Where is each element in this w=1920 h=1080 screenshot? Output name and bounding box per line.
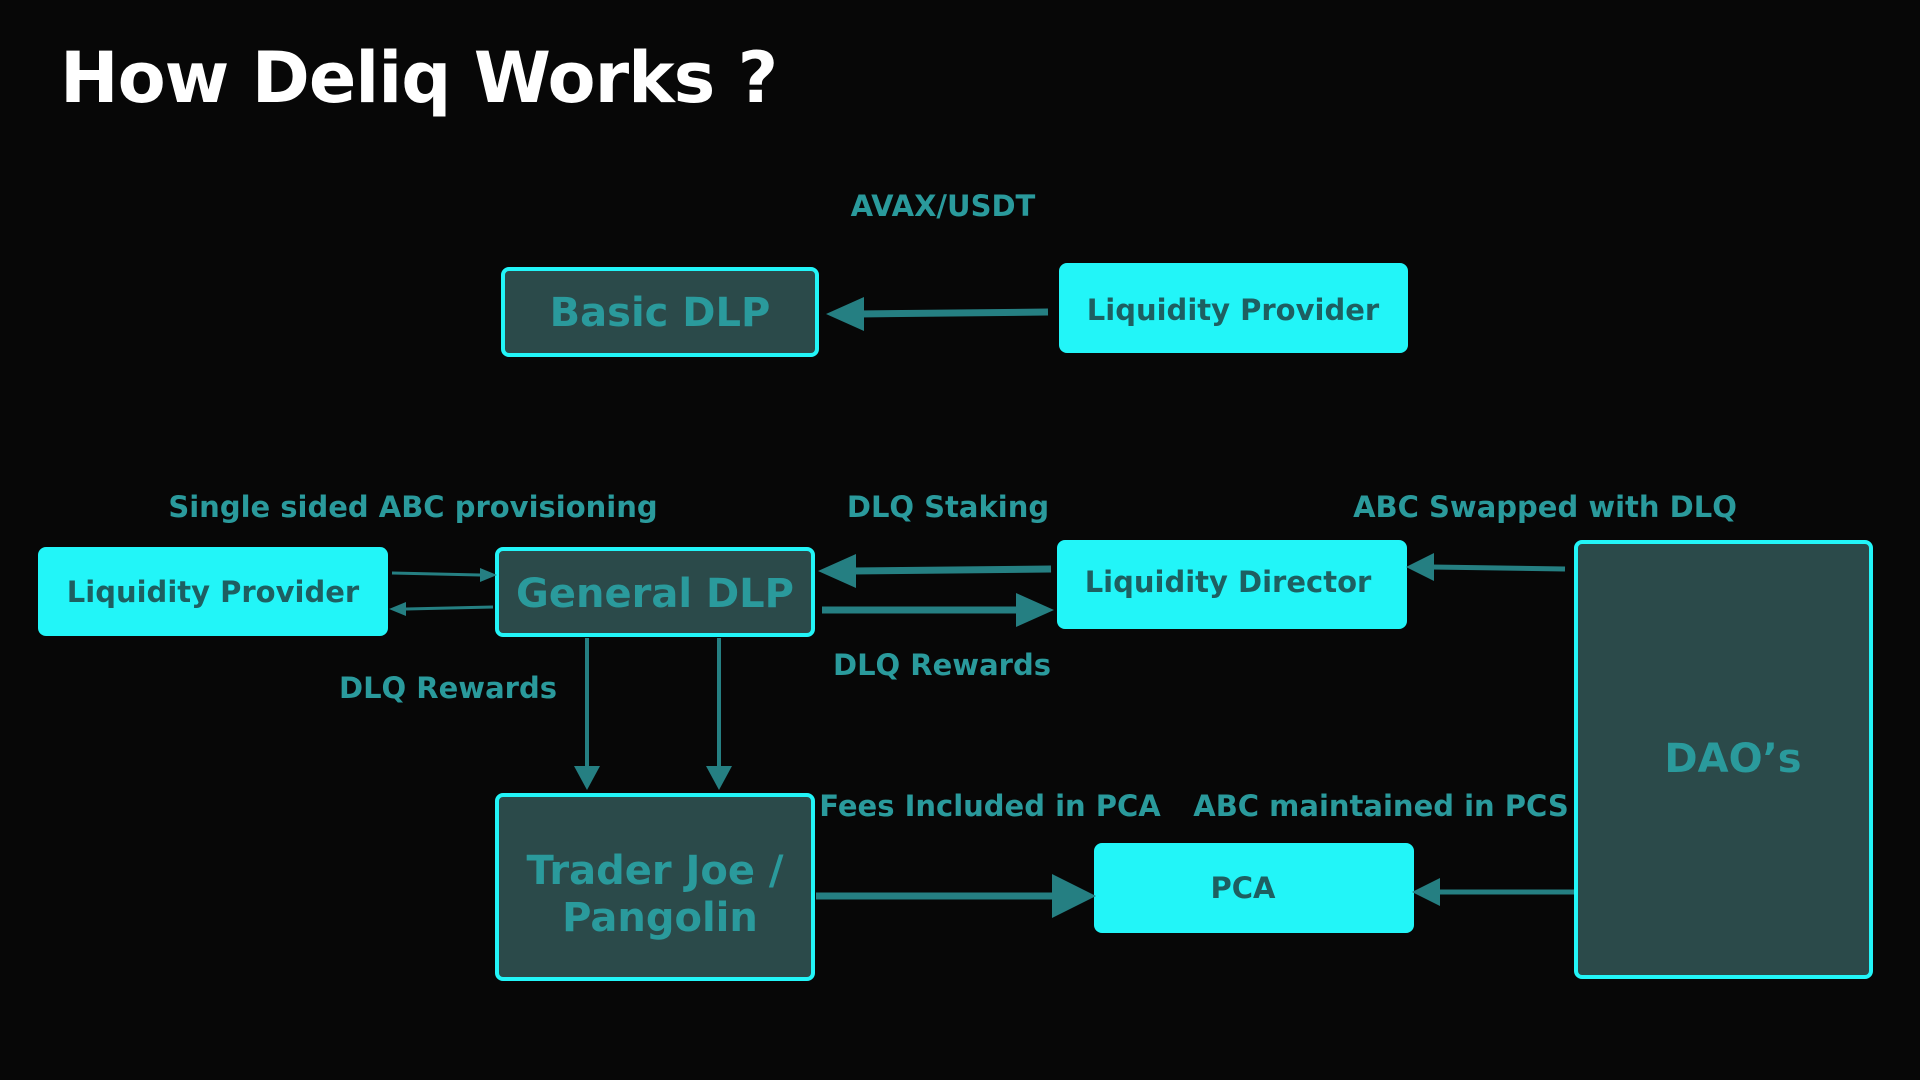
label-dlq-staking: DLQ Staking [847,490,1049,524]
node-liquidity-provider-top: Liquidity Provider [1059,263,1408,353]
label-avax-usdt: AVAX/USDT [851,189,1036,223]
node-liquidity-director: Liquidity Director [1057,540,1407,629]
label-abc-maintained-in-pcs: ABC maintained in PCS [1193,789,1569,823]
node-trader-joe-label-line1: Trader Joe / [526,848,783,894]
label-single-sided-provisioning: Single sided ABC provisioning [168,490,657,524]
node-trader-joe-label-line2: Pangolin [562,895,758,941]
arrow-general-dlp-to-trader-joe-left [574,638,600,790]
label-dlq-rewards-left: DLQ Rewards [339,671,557,705]
node-daos-label: DAO’s [1664,736,1801,782]
arrow-general-dlp-to-liquidity-director [822,593,1054,627]
arrow-general-dlp-to-liquidity-provider [389,602,494,616]
node-basic-dlp: Basic DLP [501,267,819,357]
arrow-liquidity-provider-to-general-dlp [391,568,497,582]
arrow-daos-to-liquidity-director [1406,553,1566,581]
arrow-general-dlp-to-trader-joe-right [706,638,732,790]
node-general-dlp: General DLP [495,547,815,637]
node-daos: DAO’s [1574,540,1873,979]
node-basic-dlp-label: Basic DLP [550,290,771,336]
node-liquidity-director-label: Liquidity Director [1085,565,1372,599]
arrow-liquidity-provider-to-basic-dlp [826,297,1049,331]
arrow-daos-to-pca [1412,878,1574,906]
label-dlq-rewards-middle: DLQ Rewards [833,648,1051,682]
node-trader-joe-pangolin: Trader Joe / Pangolin [495,793,815,981]
page-title: How Deliq Works ? [60,37,778,119]
node-pca-label: PCA [1211,871,1277,905]
node-liquidity-provider-top-label: Liquidity Provider [1087,293,1380,327]
arrow-trader-joe-to-pca [816,874,1096,918]
node-general-dlp-label: General DLP [516,571,794,617]
node-liquidity-provider-left-label: Liquidity Provider [67,575,360,609]
label-abc-swapped-with-dlq: ABC Swapped with DLQ [1353,490,1737,524]
arrow-liquidity-director-to-general-dlp [818,554,1052,588]
node-pca: PCA [1094,843,1414,933]
node-liquidity-provider-left: Liquidity Provider [38,547,388,636]
label-fees-included-in-pca: Fees Included in PCA [819,789,1161,823]
